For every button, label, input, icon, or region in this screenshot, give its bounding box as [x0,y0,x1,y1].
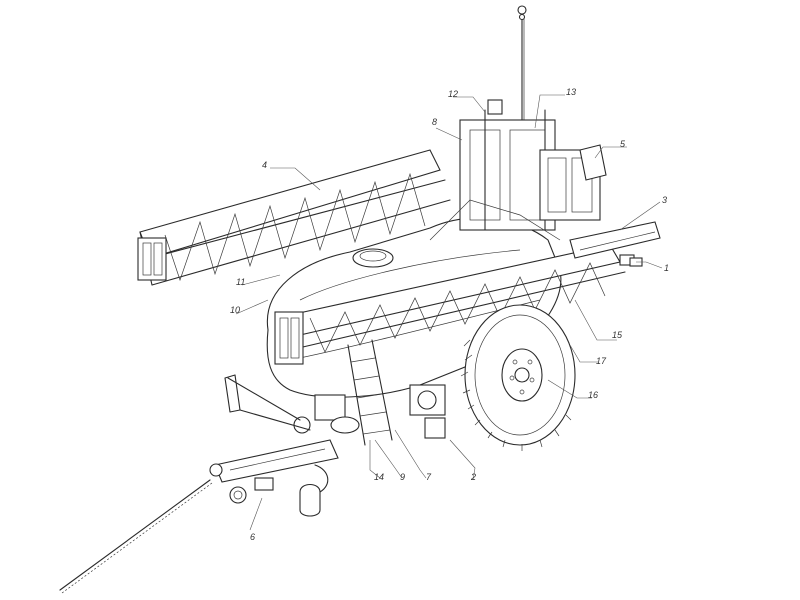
rear-frame [429,99,607,241]
callout-12: 12 [448,89,458,99]
callout-10: 10 [230,305,240,315]
callout-5: 5 [620,139,626,149]
callout-2: 2 [470,472,476,482]
ladder [347,339,393,446]
drawbar [209,374,339,517]
antenna [517,5,527,131]
left-boom [137,149,451,286]
callout-15: 15 [612,330,623,340]
right-boom [274,221,661,365]
cable [59,479,211,591]
callout-6: 6 [250,532,255,542]
pump-group [293,384,446,439]
filler-lid [352,248,394,268]
callout-9: 9 [400,472,405,482]
callout-11: 11 [236,277,245,287]
callout-8: 8 [432,117,437,127]
rear-wheel [460,304,576,451]
callout-17: 17 [596,356,607,366]
callout-3: 3 [662,195,667,205]
callout-labels: 1 2 3 4 5 6 7 8 9 10 11 12 13 14 15 16 1… [230,87,669,542]
callout-7: 7 [426,472,432,482]
callout-4: 4 [262,160,267,170]
nozzle-fittings [619,254,643,267]
callout-13: 13 [566,87,576,97]
leader-lines [235,94,663,531]
callout-16: 16 [588,390,598,400]
callout-1: 1 [664,263,669,273]
callout-14: 14 [374,472,384,482]
